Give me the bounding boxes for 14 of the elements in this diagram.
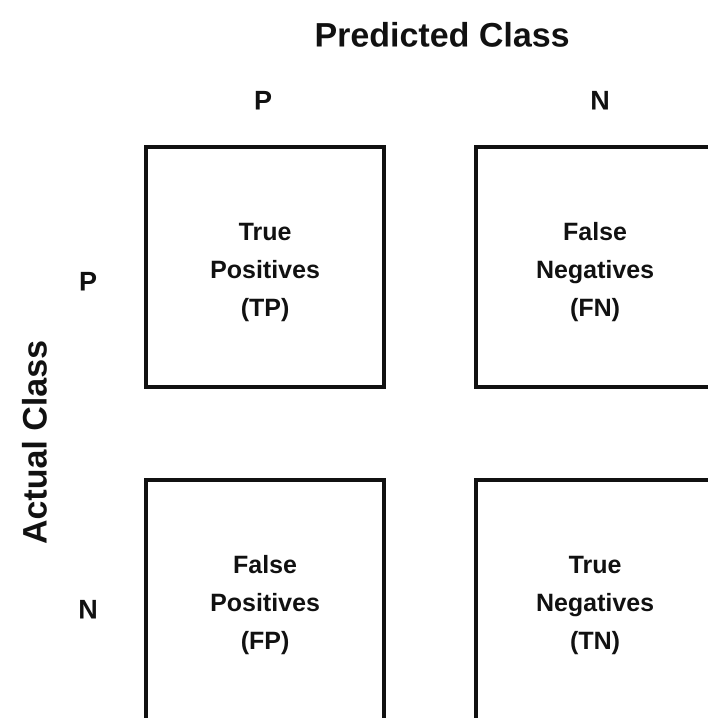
axis-title: Actual Class: [16, 340, 56, 544]
cell-text: False Negatives (FN): [534, 217, 656, 324]
cell-text: True Positives (TP): [209, 217, 321, 324]
matrix-cell-box: [144, 145, 386, 389]
row-header: N: [78, 594, 98, 626]
row-header: P: [79, 266, 97, 298]
cell-text: False Positives (FP): [209, 550, 321, 657]
axis-title: Predicted Class: [314, 16, 570, 56]
matrix-cell-box: [474, 478, 708, 718]
column-header: N: [590, 86, 610, 116]
column-header: P: [254, 86, 272, 116]
matrix-cell-box: [474, 145, 708, 389]
matrix-cell-box: [144, 478, 386, 718]
cell-text: True Negatives (TN): [534, 550, 656, 657]
